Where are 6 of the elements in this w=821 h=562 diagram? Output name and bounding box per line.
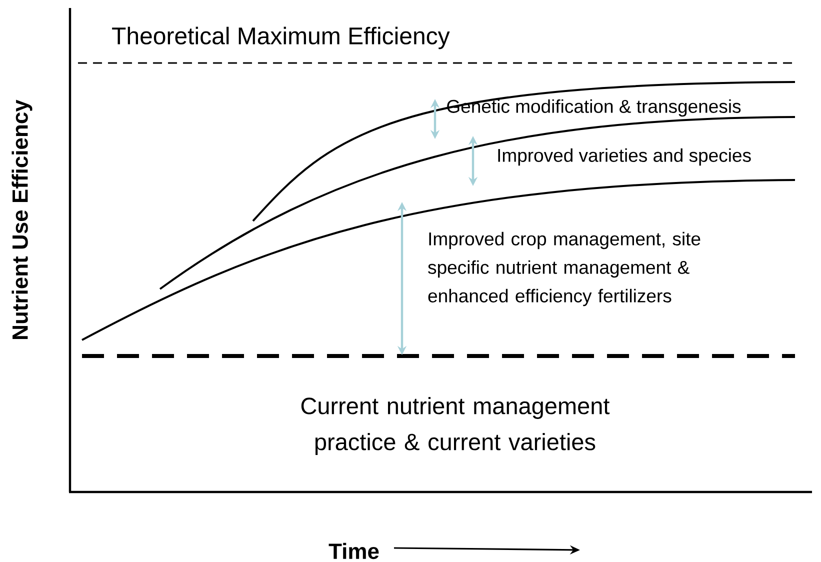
axis-label: Time [328,542,379,560]
axis-label: Nutrient Use Efficiency [12,100,32,339]
gap-label: Improved varieties and species [498,148,751,166]
level-label: Current nutrient management practice & current varieties [301,397,610,455]
level-label: Theoretical Maximum Efficiency [112,26,450,50]
gap-label: Improved crop management, site specific nutrient management & enhanced efficiency fertilizers [428,232,700,306]
